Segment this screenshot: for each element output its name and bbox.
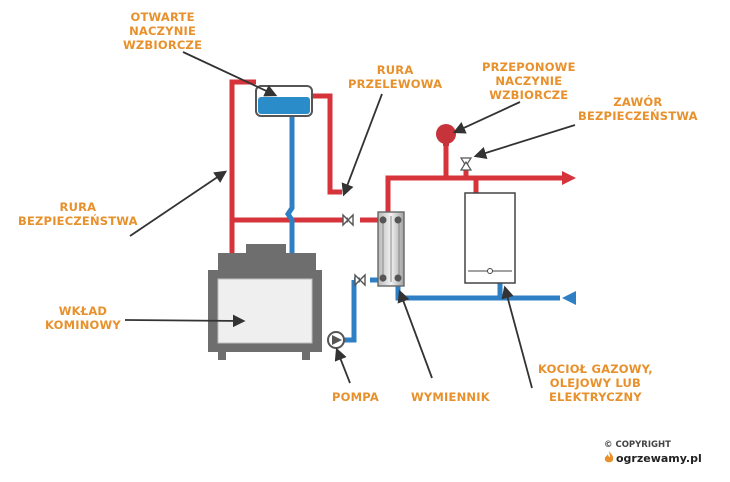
safety-valve-arrow (473, 124, 576, 159)
label-safety-pipe: RURA BEZPIECZEŃSTWA (18, 200, 138, 228)
pump-arrow (334, 347, 351, 384)
heating-supply-pipe (385, 175, 562, 218)
safety-pipe-arrow (129, 170, 228, 237)
return-pipe (330, 280, 357, 343)
label-fireplace-insert: WKŁAD KOMINOWY (45, 304, 121, 332)
exchanger-arrow (397, 289, 433, 379)
boiler-arrow (501, 285, 533, 389)
label-overflow-pipe: RURA PRZELEWOWA (348, 63, 443, 91)
overflow-pipe (310, 93, 342, 195)
tank-return-pipe (284, 112, 295, 253)
annotation-arrows (124, 51, 576, 389)
diaphragm-tank (436, 124, 456, 146)
label-safety-valve: ZAWÓR BEZPIECZEŃSTWA (578, 95, 698, 123)
overflow-pipe-arrow (341, 93, 383, 197)
insert-arrow (124, 314, 246, 328)
boiler (464, 192, 516, 284)
label-boiler: KOCIOŁ GAZOWY, OLEJOWY LUB ELEKTRYCZNY (538, 362, 653, 404)
diaphragm-tank-arrow (452, 101, 521, 134)
plate-heat-exchanger (377, 211, 405, 287)
brand-logo-text[interactable]: ogrzewamy.pl (616, 452, 702, 465)
label-diaphragm-tank: PRZEPONOWE NACZYNIE WZBIORCZE (482, 60, 576, 102)
heating-return-pipe (395, 282, 503, 301)
label-exchanger: WYMIENNIK (411, 390, 490, 404)
copyright-text: © COPYRIGHT (604, 440, 671, 450)
ball-valve-icon (354, 273, 366, 287)
pump-icon (327, 331, 345, 349)
safety-pipe (229, 79, 256, 253)
safety-valve-icon (459, 157, 473, 171)
supply-arrow-icon (562, 171, 576, 185)
label-open-tank: OTWARTE NACZYNIE WZBIORCZE (123, 10, 203, 52)
ball-valve-icon (342, 213, 354, 227)
label-pump: POMPA (332, 390, 379, 404)
open-tank-arrow (182, 51, 278, 97)
flame-icon (604, 451, 614, 463)
fireplace-insert (208, 244, 322, 360)
return-arrow-icon (562, 291, 576, 305)
